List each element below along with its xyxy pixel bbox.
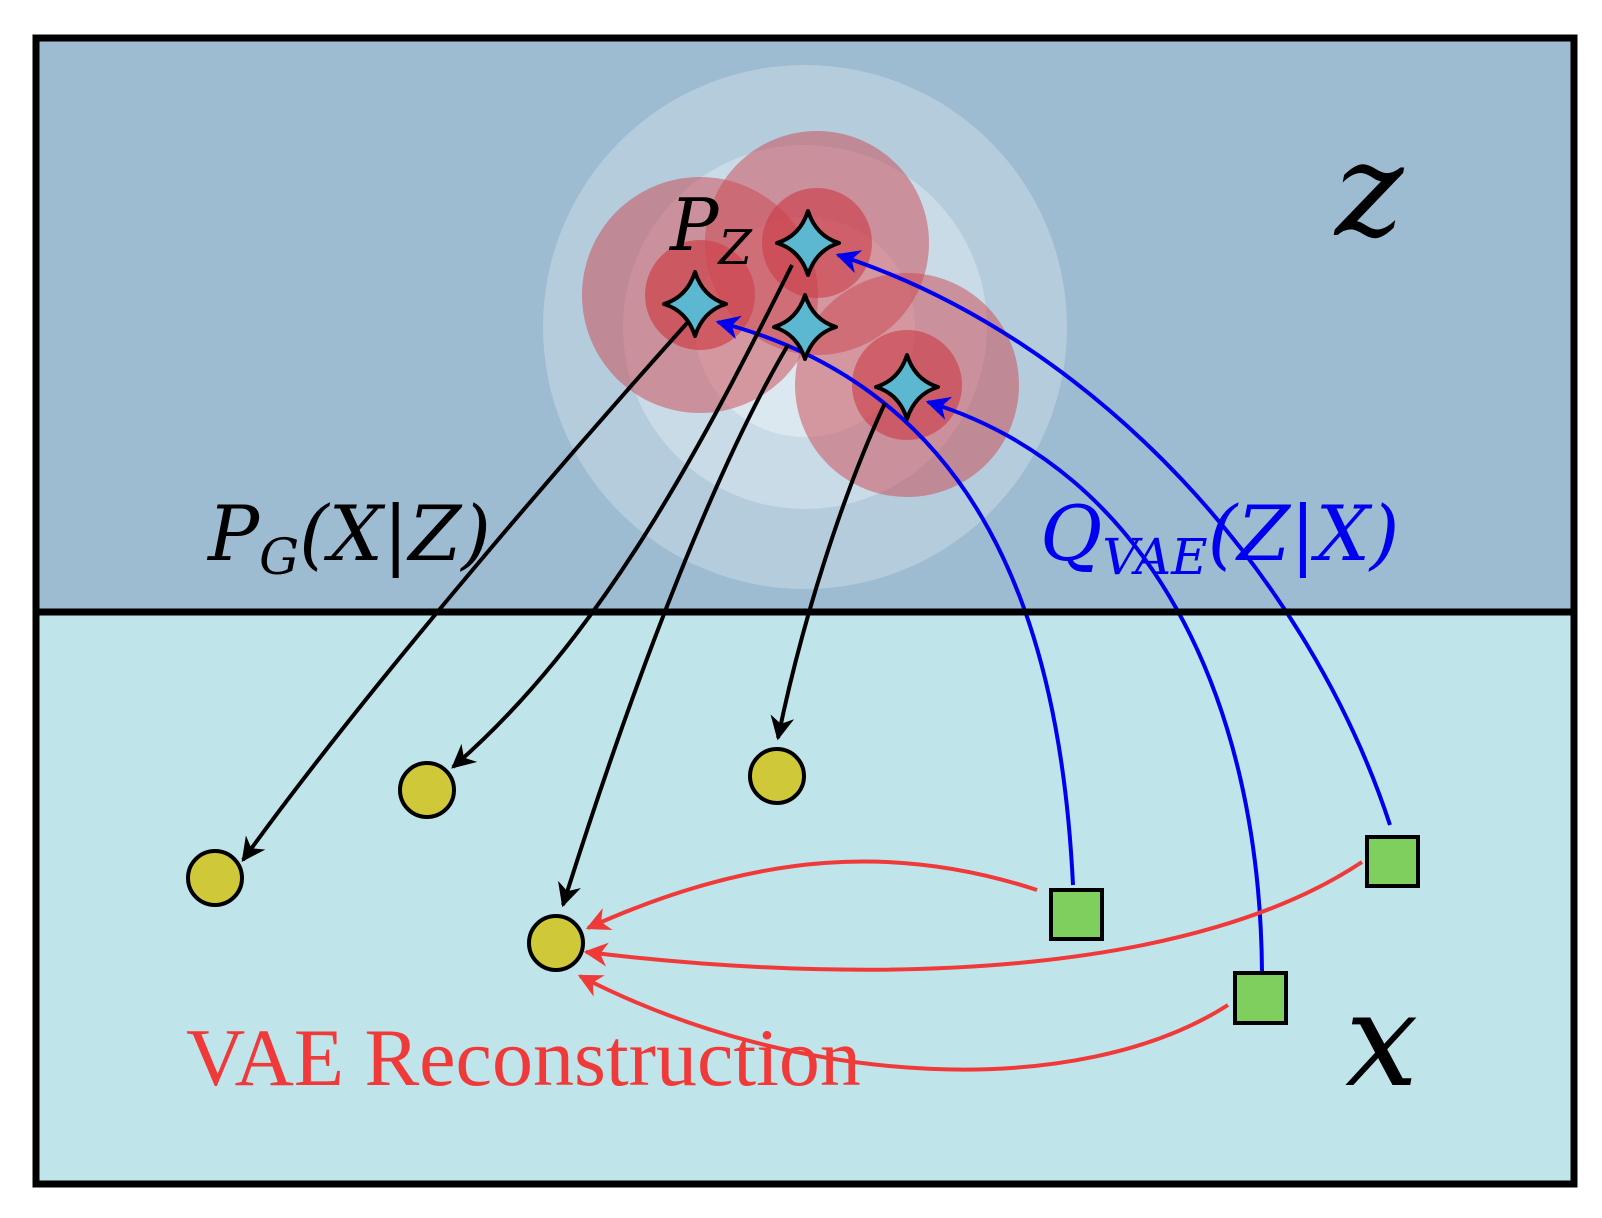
reconstruction-arrow-3 [577, 974, 1230, 1072]
reconstruction-label: VAE Reconstruction [186, 1012, 861, 1103]
latent-code-star [775, 209, 841, 277]
data-sample [1365, 835, 1420, 888]
generator-arrows [241, 264, 887, 908]
generator-arrow-1 [241, 320, 690, 862]
latent-codes [662, 209, 940, 421]
data-space-label: x [1345, 964, 1418, 1116]
generator-arrow-2 [451, 264, 794, 769]
encoder-label: QVAE(Z|X) [1040, 489, 1399, 586]
data-sample [1233, 971, 1288, 1025]
generated-sample [186, 849, 244, 907]
generated-samples [186, 747, 806, 972]
reconstruction-arrow-1 [585, 859, 1038, 931]
data-samples [1049, 835, 1420, 1025]
reconstruction-arrows [577, 859, 1364, 1072]
reconstruction-arrow-2 [583, 860, 1364, 972]
generated-sample [527, 914, 585, 972]
generator-label: PG(X|Z) [206, 489, 491, 586]
outer-frame [32, 34, 1578, 1188]
data-space-panel [36, 614, 1574, 1184]
latent-space-label: z [1333, 114, 1405, 266]
generated-sample [748, 747, 806, 805]
encoder-arrow-3 [835, 250, 1392, 826]
generated-sample [398, 761, 456, 819]
generator-arrow-4 [770, 402, 887, 741]
encoder-arrow-1 [715, 315, 1075, 886]
generator-arrow-3 [558, 343, 790, 908]
latent-code-star [874, 353, 940, 421]
latent-code-star [772, 293, 838, 361]
latent-code-star [662, 270, 728, 338]
prior-label: PZ [668, 183, 753, 276]
data-sample [1049, 888, 1104, 941]
